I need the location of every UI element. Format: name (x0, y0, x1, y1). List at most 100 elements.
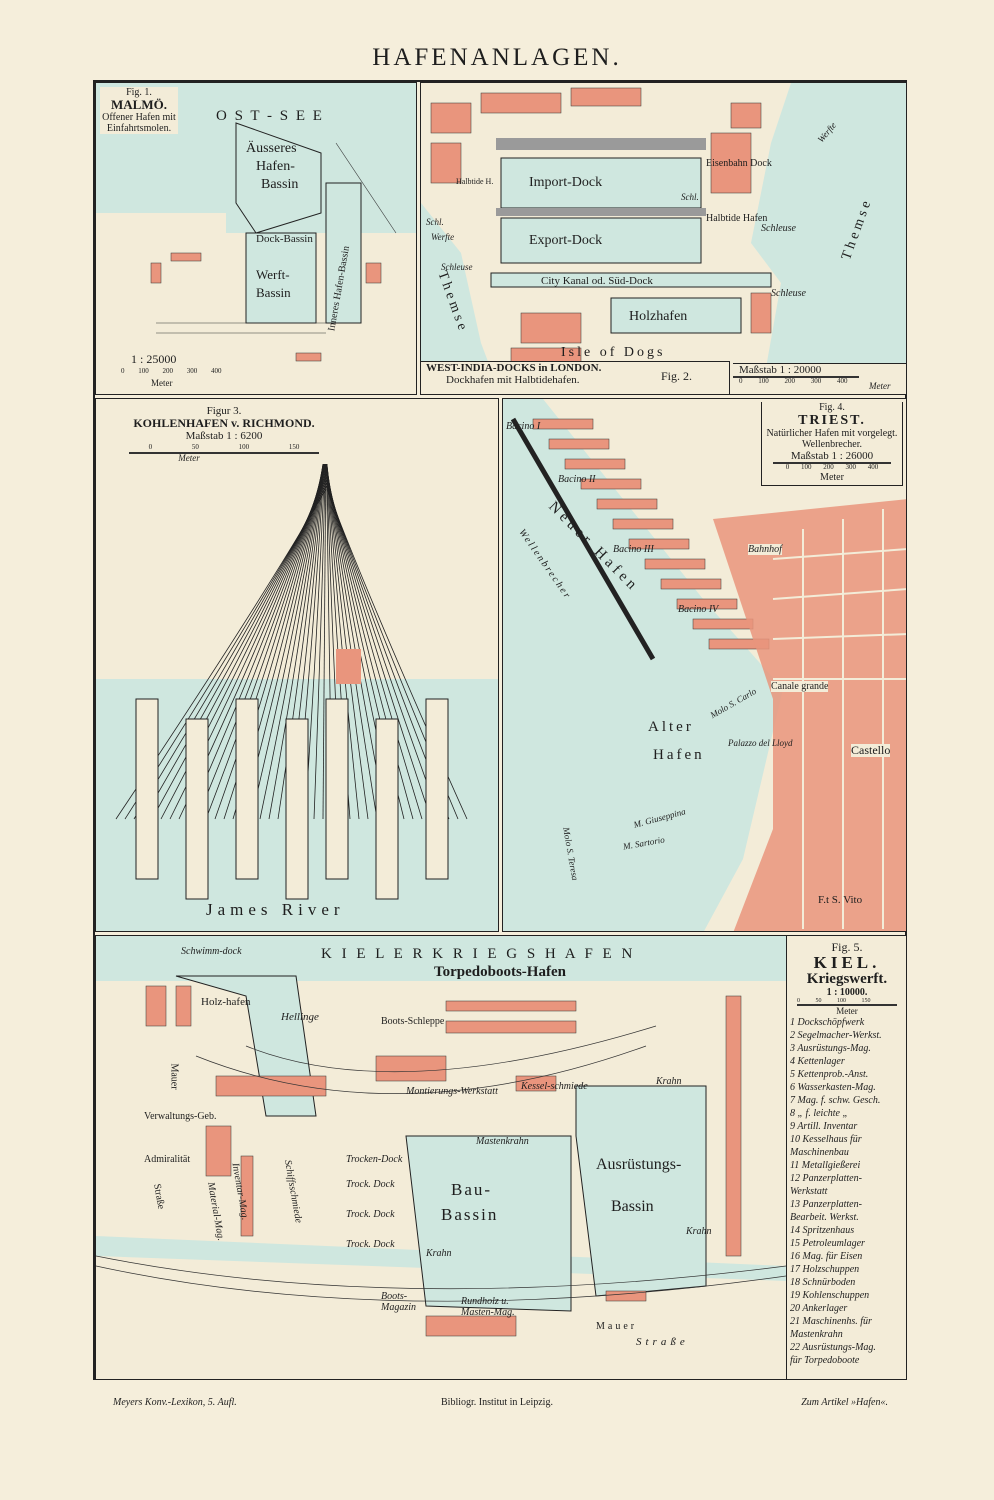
fig2-scale-box: Maßstab 1 : 20000 0 100 200 300 400 Mete… (733, 363, 906, 394)
legend-item: Mastenkrahn (790, 1329, 843, 1340)
map-label: Holzhafen (629, 309, 688, 324)
map-label: Palazzo del Lloyd (728, 738, 793, 748)
legend-item: Bearbeit. Werkst. (790, 1212, 859, 1223)
coal-pier (135, 698, 159, 880)
fig5-scale: 1 : 10000. (826, 987, 868, 998)
fig5-subtitle: Kriegswerft. (806, 971, 888, 987)
map-label: Bassin (261, 177, 299, 192)
page-title: HAFENANLAGEN. (372, 44, 622, 71)
map-label: Schleuse (771, 288, 806, 299)
map-label: Boots-Magazin (381, 1291, 416, 1313)
map-label: Bahnhof (748, 544, 782, 555)
fig1-scale-ticks: 0 100 200 300 400 (121, 367, 222, 375)
fig5-kiel-map: K I E L E R K R I E G S H A F E N Torped… (95, 935, 907, 1380)
map-frame: Fig. 1. MALMÖ. Offener Hafen mit Einfahr… (93, 80, 907, 1380)
map-label: Bacino I (506, 421, 541, 432)
legend-item: 2 Segelmacher-Werkst. (790, 1030, 882, 1041)
map-label: Canale grande (771, 681, 829, 692)
fig4-scale-unit: Meter (820, 472, 844, 484)
warehouse-block (612, 518, 674, 530)
legend-item: 7 Mag. f. schw. Gesch. (790, 1095, 881, 1106)
warehouse-block (692, 618, 754, 630)
map-label: Straße (636, 1336, 689, 1348)
map-label: Eisenbahn Dock (706, 158, 772, 169)
fig3-name: KOHLENHAFEN v. RICHMOND. (133, 416, 315, 431)
fig1-scale-unit: Meter (151, 378, 173, 388)
rail-track (268, 437, 327, 820)
fig3-richmond-map: Figur 3. KOHLENHAFEN v. RICHMOND. Maßsta… (95, 398, 499, 932)
fig5-scale-unit: Meter (836, 1006, 858, 1016)
fig3-header: Figur 3. KOHLENHAFEN v. RICHMOND. Maßsta… (114, 405, 334, 464)
map-label: Export-Dock (529, 233, 603, 249)
legend-item: 17 Holzschuppen (790, 1264, 860, 1275)
fig5-name: KIEL. (813, 953, 881, 972)
map-label: Schleuse (761, 223, 796, 234)
fig5-scale-ticks: 0 50 100 150 (797, 998, 897, 1006)
rail-track (259, 440, 327, 820)
map-label: Castello (851, 743, 891, 758)
map-label: Isle of Dogs (561, 345, 666, 360)
fig4-name: TRIEST. (798, 413, 866, 428)
fig5-number: Fig. 5. (831, 940, 863, 954)
fig4-subtitle: Natürlicher Hafen mit vorgelegt. Wellenb… (766, 428, 898, 451)
fig2-london-map: Import-Dock Export-Dock City Kanal od. S… (420, 82, 907, 395)
map-label: Krahn (686, 1226, 712, 1237)
warehouse-block (580, 478, 642, 490)
building (336, 649, 361, 684)
fig3-number: Figur 3. (206, 405, 242, 417)
fig4-number: Fig. 4. (819, 402, 845, 413)
rail-track (304, 431, 327, 820)
map-label: Boots-Schleppe (381, 1016, 445, 1027)
fig3-scale-unit: Meter (178, 453, 200, 464)
warehouse-block (644, 558, 706, 570)
legend-item: 11 Metallgießerei (790, 1160, 861, 1171)
fig2-subtitle: Dockhafen mit Halbtidehafen. (446, 374, 580, 387)
map-label: Werfte (431, 232, 455, 242)
map-label: Hafen- (256, 159, 295, 174)
fig3-scale-ticks: 0 50 100 150 (129, 444, 319, 455)
map-label: Halbtide Hafen (706, 213, 768, 224)
legend-item: 22 Ausrüstungs-Mag. (790, 1342, 876, 1353)
legend-item: 13 Panzerplatten- (790, 1199, 862, 1210)
map-label: Trock. Dock (346, 1239, 395, 1250)
map-label: Import-Dock (529, 175, 603, 191)
map-label: Bacino II (558, 474, 596, 485)
legend-item: 4 Kettenlager (790, 1056, 845, 1067)
map-label: Äusseres (246, 141, 297, 156)
legend-item: 19 Kohlenschuppen (790, 1290, 870, 1301)
map-label: Schleuse (441, 262, 473, 272)
warehouse-block (660, 578, 722, 590)
fig1-header: Fig. 1. MALMÖ. Offener Hafen mit Einfahr… (100, 87, 178, 135)
fig5-legend: Fig. 5. KIEL. Kriegswerft. 1 : 10000. 0 … (786, 936, 906, 1379)
map-label: Ausrüstungs- (596, 1156, 682, 1173)
fig2-title: WEST-INDIA-DOCKS in LONDON. (426, 362, 602, 374)
map-label: Schwimm-dock (181, 946, 242, 957)
map-label: Mauer (168, 1063, 180, 1090)
fig2-scale: Maßstab 1 : 20000 (739, 364, 822, 376)
map-label: Verwaltungs-Geb. (144, 1111, 217, 1122)
map-label: Dock-Bassin (256, 233, 313, 245)
map-label: Montierungs-Werkstatt (406, 1086, 498, 1097)
map-label: Halbtide H. (456, 177, 494, 186)
legend-item: 18 Schnürboden (790, 1277, 856, 1288)
footer-publisher: Meyers Konv.-Lexikon, 5. Aufl. (113, 1397, 237, 1408)
map-label: Bacino III (613, 544, 654, 555)
fig4-scale: Maßstab 1 : 26000 (790, 450, 874, 463)
warehouse-block (596, 498, 658, 510)
map-label: Kessel-schmiede (521, 1081, 588, 1092)
legend-item: 8 „ f. leichte „ (790, 1108, 849, 1119)
legend-item: 6 Wasserkasten-Mag. (790, 1082, 876, 1093)
map-label: Bassin (441, 1205, 499, 1224)
warehouse-block (676, 598, 738, 610)
map-label: Bassin (256, 285, 291, 300)
fig4-map-drawing (503, 399, 906, 931)
coal-pier (235, 698, 259, 880)
warehouse-block (564, 458, 626, 470)
legend-item: Maschinenbau (790, 1147, 849, 1158)
map-label: Krahn (426, 1248, 452, 1259)
legend-item: 5 Kettenprob.-Anst. (790, 1069, 869, 1080)
map-label: James River (206, 900, 345, 919)
legend-item: 15 Petroleumlager (790, 1238, 865, 1249)
map-label: O S T - S E E (216, 108, 324, 124)
legend-item: für Torpedoboote (790, 1355, 860, 1366)
